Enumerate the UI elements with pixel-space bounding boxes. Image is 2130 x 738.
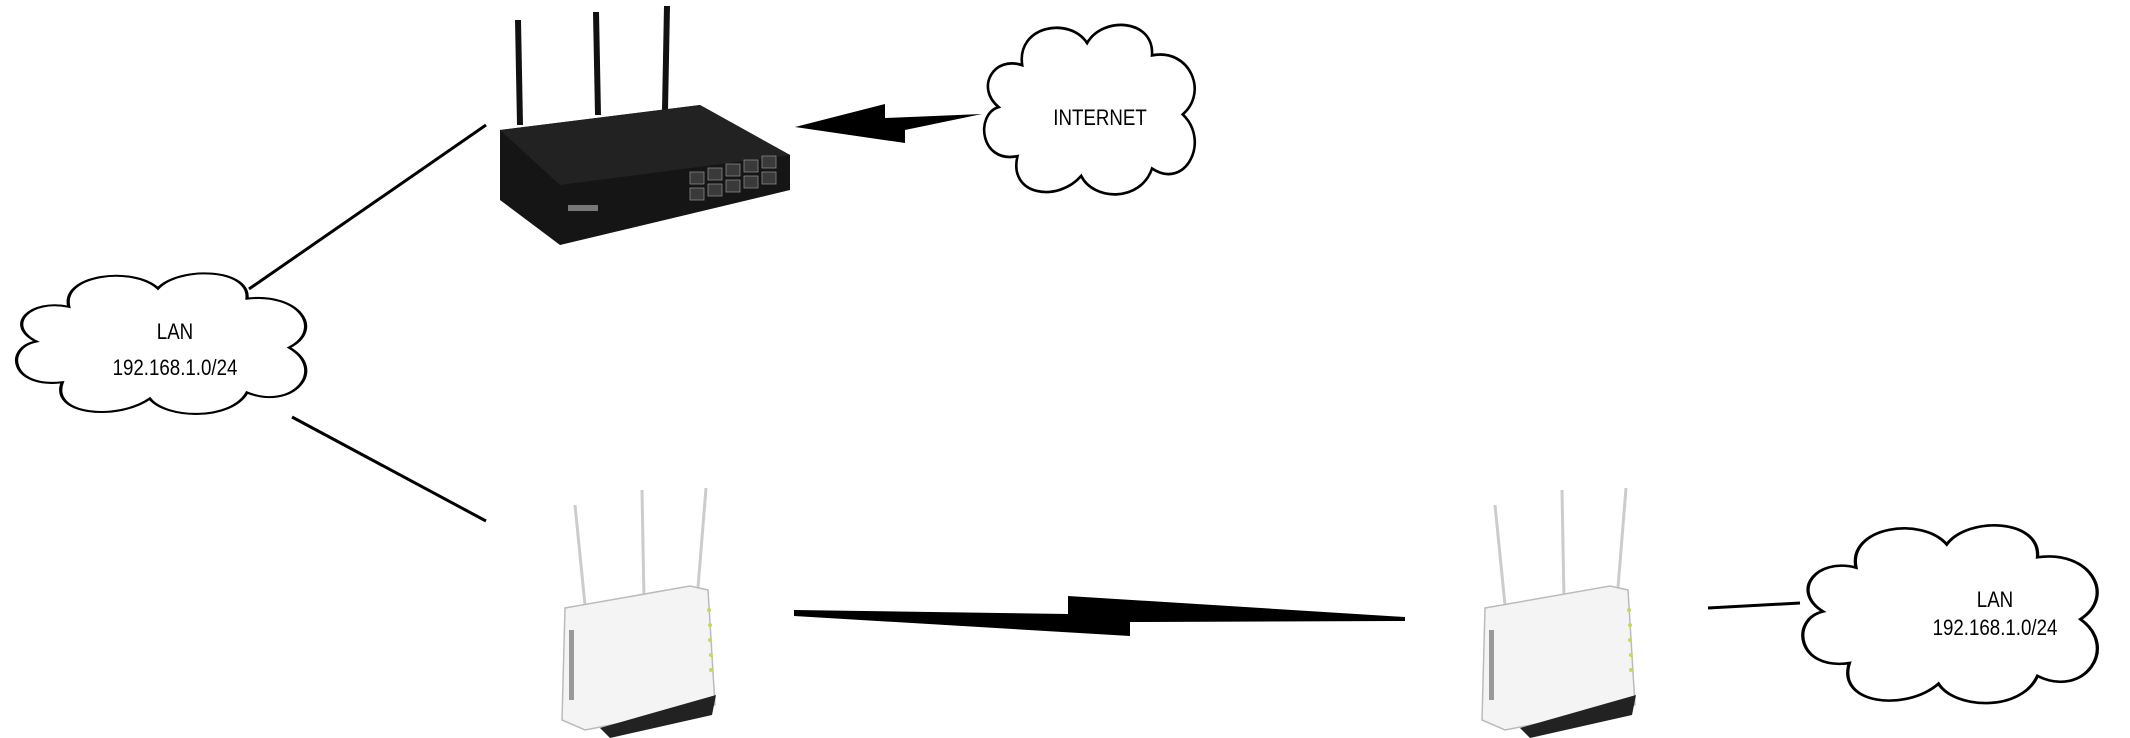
- internet-cloud-label: INTERNET: [1053, 105, 1147, 130]
- left-lan-cloud-label: LAN: [156, 319, 194, 344]
- right-lan-cloud-subnet: 192.168.1.0/24: [1932, 615, 2058, 640]
- wireless-link-internet-icon: [795, 104, 982, 143]
- link-lan-to-router: [248, 123, 487, 291]
- access-point-left-icon: [561, 487, 716, 738]
- link-lan-to-ap: [291, 415, 487, 523]
- wireless-link-bridge-icon: [794, 596, 1405, 636]
- left-lan-cloud-subnet: 192.168.1.0/24: [112, 355, 238, 380]
- right-lan-cloud-label: LAN: [1976, 587, 2014, 612]
- main-router-icon: [500, 5, 790, 245]
- access-point-right-icon: [1481, 487, 1636, 738]
- link-ap-to-lan: [1707, 601, 1801, 610]
